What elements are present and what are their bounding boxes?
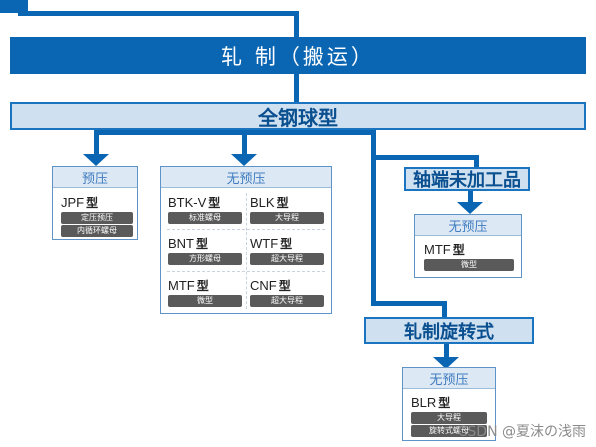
connector-branch-left — [94, 130, 99, 155]
tag-rotary-nut: 旋转式螺母 — [411, 425, 487, 437]
item-blk-name: BLK — [250, 195, 275, 210]
connector-top-down — [294, 11, 299, 37]
panel-preload-title: 预压 — [53, 167, 137, 188]
arrow-mid — [231, 154, 257, 166]
grid-divider-v — [246, 193, 247, 309]
item-cnf: CNF 型 超大导程 — [250, 277, 324, 307]
item-btk-v: BTK-V 型 标准螺母 — [168, 194, 242, 224]
tag-miniature-shaft: 微型 — [424, 259, 514, 271]
connector-branch-h — [94, 130, 376, 135]
connector-top — [18, 11, 298, 16]
item-mtf-shaft-suffix: 型 — [452, 243, 465, 257]
arrow-rotary — [433, 357, 459, 369]
item-wtf-suffix: 型 — [280, 237, 293, 251]
item-btk-v-suffix: 型 — [208, 196, 221, 210]
tag-large-lead-rotary: 大导程 — [411, 412, 487, 424]
item-btk-v-name: BTK-V — [168, 195, 207, 210]
panel-preload: 预压 JPF 型 定压预压 内循环螺母 — [52, 166, 138, 240]
connector-right-v1 — [474, 155, 479, 167]
panel-shaft-end-no-preload: 无预压 MTF 型 微型 — [414, 214, 522, 278]
tag-internal-circulation-nut: 内循环螺母 — [61, 225, 133, 237]
item-bnt: BNT 型 方形螺母 — [168, 235, 242, 265]
item-blr: BLR 型 大导程 旋转式螺母 — [411, 394, 487, 437]
tag-extra-large-lead: 超大导程 — [250, 253, 324, 265]
item-mtf-name: MTF — [168, 278, 195, 293]
tag-extra-large-lead-2: 超大导程 — [250, 295, 324, 307]
watermark-text: CSDN @夏沫の浅雨 — [457, 424, 586, 440]
item-mtf-suffix: 型 — [196, 279, 209, 293]
tag-constant-preload: 定压预压 — [61, 212, 133, 224]
rolled-rotary-label: 轧制旋转式 — [364, 317, 534, 344]
header-title: 轧 制（搬运） — [221, 44, 375, 69]
connector-branch-mid — [242, 130, 247, 155]
connector-shaft-down — [468, 191, 473, 203]
item-wtf-name: WTF — [250, 236, 279, 251]
item-blk-suffix: 型 — [276, 196, 289, 210]
rolled-transport-header: 轧 制（搬运） — [10, 37, 586, 74]
connector-right-h1 — [371, 155, 479, 160]
tag-miniature: 微型 — [168, 295, 242, 307]
item-mtf-shaft: MTF 型 微型 — [424, 241, 514, 271]
item-blr-suffix: 型 — [438, 396, 451, 410]
item-blk: BLK 型 大导程 — [250, 194, 324, 224]
panel-rotary-title: 无预压 — [403, 368, 495, 389]
item-jpf: JPF 型 定压预压 内循环螺母 — [61, 194, 133, 237]
panel-no-preload-title: 无预压 — [161, 167, 331, 188]
tag-standard-nut: 标准螺母 — [168, 212, 242, 224]
connector-rotary-down — [444, 344, 449, 358]
arrow-left — [83, 154, 109, 166]
item-cnf-suffix: 型 — [278, 279, 291, 293]
item-mtf-shaft-name: MTF — [424, 242, 451, 257]
connector-header-down — [294, 74, 299, 102]
panel-rotary-no-preload: 无预压 BLR 型 大导程 旋转式螺母 — [402, 367, 496, 441]
item-cnf-name: CNF — [250, 278, 277, 293]
panel-shaft-end-title: 无预压 — [415, 215, 521, 236]
tag-large-lead: 大导程 — [250, 212, 324, 224]
arrow-shaft — [457, 202, 483, 214]
connector-top-left — [0, 0, 28, 13]
all-steel-ball-label: 全钢球型 — [10, 102, 586, 130]
tag-square-nut: 方形螺母 — [168, 253, 242, 265]
rolled-rotary-text: 轧制旋转式 — [404, 321, 494, 343]
panel-no-preload: 无预压 BTK-V 型 标准螺母 BLK 型 大导程 BNT 型 方形螺母 WT… — [160, 166, 332, 314]
item-jpf-name: JPF — [61, 195, 85, 210]
item-wtf: WTF 型 超大导程 — [250, 235, 324, 265]
connector-branch-right — [371, 130, 376, 306]
connector-right-v2 — [442, 301, 447, 317]
item-blr-name: BLR — [411, 395, 437, 410]
shaft-end-unprocessed-text: 轴端未加工品 — [413, 170, 521, 191]
item-mtf: MTF 型 微型 — [168, 277, 242, 307]
item-bnt-suffix: 型 — [196, 237, 209, 251]
shaft-end-unprocessed-label: 轴端未加工品 — [404, 167, 530, 191]
connector-right-h2 — [371, 301, 447, 306]
all-steel-ball-text: 全钢球型 — [258, 105, 338, 130]
item-bnt-name: BNT — [168, 236, 194, 251]
item-jpf-suffix: 型 — [86, 196, 99, 210]
